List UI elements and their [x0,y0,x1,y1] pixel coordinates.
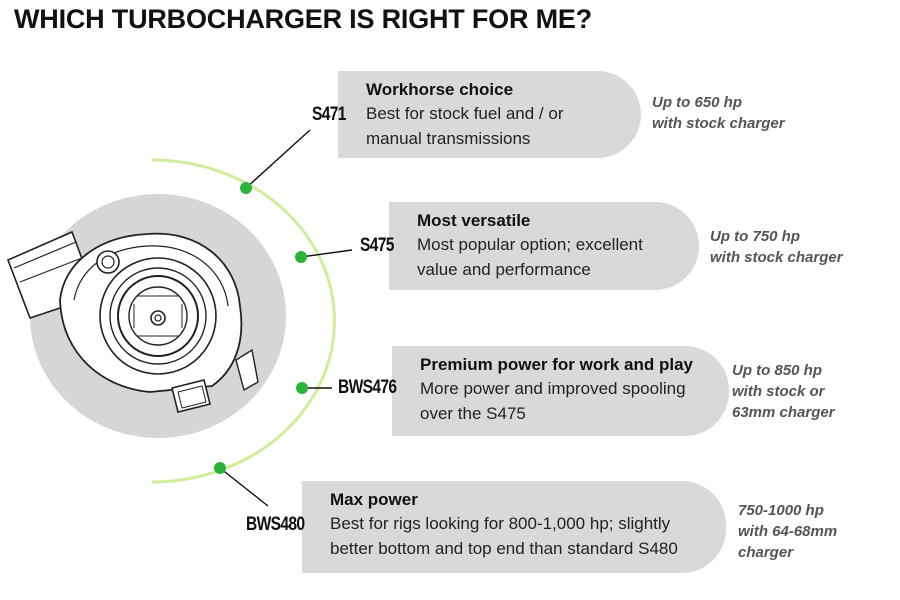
power-rating-bws476: Up to 850 hp with stock or 63mm charger [732,360,835,423]
option-description: Most popular option; excellent value and… [417,235,643,279]
option-description: More power and improved spooling over th… [420,379,686,423]
option-card-s475: Most versatile Most popular option; exce… [389,202,699,290]
turbocharger-icon [6,194,286,438]
s471-marker [240,182,252,194]
option-heading: Premium power for work and play [420,355,694,374]
power-line: Up to 850 hp [732,362,823,379]
option-code: BWS476 [338,377,397,398]
power-line: 750-1000 hp [738,502,824,519]
s475-marker [295,251,307,263]
power-line: Up to 650 hp [652,94,743,111]
power-line: 63mm charger [732,404,835,421]
option-card-bws480: Max power Best for rigs looking for 800-… [302,481,726,573]
power-line: with 64-68mm [738,523,838,540]
power-line: Up to 750 hp [710,228,801,245]
range-arc [151,158,336,484]
bws480-marker [214,462,226,474]
option-description: Best for stock fuel and / or manual tran… [366,104,564,148]
option-code: S475 [360,235,394,256]
option-code: S471 [312,104,346,125]
option-heading: Workhorse choice [366,80,514,99]
option-description: Best for rigs looking for 800-1,000 hp; … [330,514,678,558]
power-line: charger [738,544,794,561]
power-rating-bws480: 750-1000 hp with 64-68mm charger [738,500,837,563]
option-card-s471: Workhorse choice Best for stock fuel and… [338,71,641,158]
power-rating-s471: Up to 650 hp with stock charger [652,92,785,134]
option-heading: Max power [330,490,418,509]
power-rating-s475: Up to 750 hp with stock charger [710,226,843,268]
s471-connector [245,129,311,189]
power-line: with stock or [732,383,825,400]
option-card-bws476: Premium power for work and play More pow… [392,346,729,436]
option-code: BWS480 [246,514,305,535]
option-heading: Most versatile [417,211,531,230]
power-line: with stock charger [652,115,785,132]
bws480-connector [219,467,269,507]
bws476-marker [296,382,308,394]
page-title: WHICH TURBOCHARGER IS RIGHT FOR ME? [14,4,592,34]
power-line: with stock charger [710,249,843,266]
s475-connector [300,249,353,258]
